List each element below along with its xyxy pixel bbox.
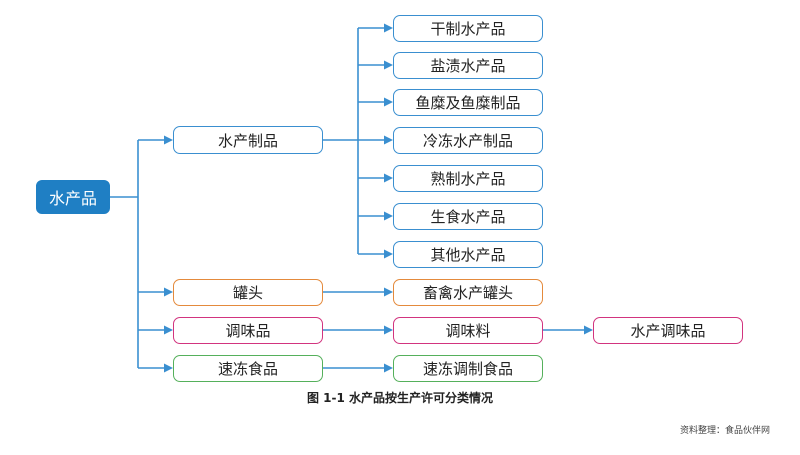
leaf-cooked-aquatic-products: 熟制水产品 bbox=[393, 165, 543, 192]
leaf-salted-aquatic-products: 盐渍水产品 bbox=[393, 52, 543, 79]
category-quick-frozen-food: 速冻食品 bbox=[173, 355, 323, 382]
leaf-surimi-products: 鱼糜及鱼糜制品 bbox=[393, 89, 543, 116]
leaf-aquatic-seasoning: 水产调味品 bbox=[593, 317, 743, 344]
leaf-raw-aquatic-products: 生食水产品 bbox=[393, 203, 543, 230]
leaf-quick-frozen-prepared-food: 速冻调制食品 bbox=[393, 355, 543, 382]
leaf-canned-livestock-aquatic: 畜禽水产罐头 bbox=[393, 279, 543, 306]
leaf-dried-aquatic-products: 干制水产品 bbox=[393, 15, 543, 42]
category-condiments: 调味品 bbox=[173, 317, 323, 344]
leaf-other-aquatic-products: 其他水产品 bbox=[393, 241, 543, 268]
leaf-frozen-aquatic-products: 冷冻水产制品 bbox=[393, 127, 543, 154]
figure-caption: 图 1-1 水产品按生产许可分类情况 bbox=[306, 391, 494, 405]
category-canned: 罐头 bbox=[173, 279, 323, 306]
source-note: 资料整理：食品伙伴网 bbox=[679, 426, 770, 436]
leaf-seasoning: 调味料 bbox=[393, 317, 543, 344]
category-aquatic-processed-products: 水产制品 bbox=[173, 126, 323, 154]
root-node-aquatic-products: 水产品 bbox=[36, 180, 110, 214]
